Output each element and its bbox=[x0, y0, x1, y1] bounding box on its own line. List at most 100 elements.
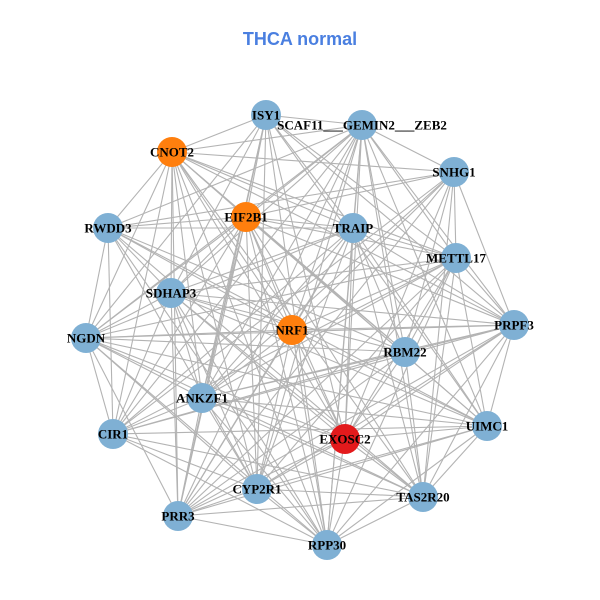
edge-UIMC1-CIR1 bbox=[112, 425, 488, 435]
edge-RBM22-PRR3 bbox=[177, 351, 406, 517]
edge-PRR3-RPP30 bbox=[177, 515, 328, 546]
edge-PRPF3-CYP2R1 bbox=[256, 324, 515, 490]
labels-layer: ISY1SCAF11___GEMIN2___ZEB2CNOT2SNHG1EIF2… bbox=[67, 108, 534, 553]
edge-CNOT2-SNHG1 bbox=[171, 151, 455, 173]
node-label-RPP30: RPP30 bbox=[308, 538, 346, 553]
edges-layer bbox=[85, 114, 515, 546]
edge-NRF1-ANKZF1 bbox=[201, 329, 293, 399]
edge-RWDD3-CIR1 bbox=[107, 227, 114, 435]
edge-SCAF11___GEMIN2___ZEB2-CIR1 bbox=[112, 124, 363, 435]
edge-ISY1-CYP2R1 bbox=[256, 114, 267, 490]
node-NGDN[interactable] bbox=[71, 323, 101, 353]
edge-TRAIP-CYP2R1 bbox=[256, 227, 354, 490]
edge-SCAF11___GEMIN2___ZEB2-SNHG1 bbox=[361, 124, 455, 173]
node-EXOSC2[interactable] bbox=[330, 424, 360, 454]
edge-SCAF11___GEMIN2___ZEB2-CNOT2 bbox=[171, 124, 363, 153]
node-label-PRPF3: PRPF3 bbox=[494, 318, 534, 333]
edge-TRAIP-METTL17 bbox=[352, 227, 457, 259]
node-ISY1[interactable] bbox=[251, 100, 281, 130]
edge-UIMC1-PRR3 bbox=[177, 425, 488, 517]
edge-ANKZF1-RPP30 bbox=[201, 397, 328, 546]
edge-RWDD3-NGDN bbox=[85, 227, 109, 339]
edge-METTL17-TAS2R20 bbox=[422, 257, 457, 498]
edge-TRAIP-RBM22 bbox=[352, 227, 406, 353]
edge-PRPF3-PRR3 bbox=[177, 324, 515, 517]
edge-RWDD3-RBM22 bbox=[107, 227, 406, 353]
node-SNHG1[interactable] bbox=[439, 157, 469, 187]
edge-ISY1-NGDN bbox=[85, 114, 267, 339]
edge-CNOT2-TRAIP bbox=[171, 151, 354, 229]
edge-METTL17-RBM22 bbox=[404, 257, 457, 353]
edge-NGDN-PRR3 bbox=[85, 337, 179, 517]
edge-SCAF11___GEMIN2___ZEB2-ANKZF1 bbox=[201, 124, 363, 399]
edge-SDHAP3-EXOSC2 bbox=[170, 292, 346, 440]
node-NRF1[interactable] bbox=[277, 315, 307, 345]
edge-NGDN-TAS2R20 bbox=[85, 337, 424, 498]
edge-SCAF11___GEMIN2___ZEB2-EXOSC2 bbox=[344, 124, 363, 440]
node-PRPF3[interactable] bbox=[499, 310, 529, 340]
node-TAS2R20[interactable] bbox=[408, 482, 438, 512]
edge-METTL17-ANKZF1 bbox=[201, 257, 457, 399]
node-label-EXOSC2: EXOSC2 bbox=[319, 432, 370, 447]
node-CNOT2[interactable] bbox=[157, 137, 187, 167]
edge-ISY1-SCAF11___GEMIN2___ZEB2 bbox=[265, 114, 363, 126]
edge-CIR1-CYP2R1 bbox=[112, 433, 258, 490]
edge-SNHG1-PRR3 bbox=[177, 171, 455, 517]
edge-SCAF11___GEMIN2___ZEB2-NGDN bbox=[85, 124, 363, 339]
node-label-CNOT2: CNOT2 bbox=[150, 145, 194, 160]
edge-NGDN-CIR1 bbox=[85, 337, 114, 435]
edge-TRAIP-CIR1 bbox=[112, 227, 354, 435]
node-TRAIP[interactable] bbox=[338, 213, 368, 243]
edge-UIMC1-TAS2R20 bbox=[422, 425, 488, 498]
edge-EXOSC2-RPP30 bbox=[326, 438, 346, 546]
node-RBM22[interactable] bbox=[390, 337, 420, 367]
node-RPP30[interactable] bbox=[312, 530, 342, 560]
edge-SDHAP3-PRPF3 bbox=[170, 292, 515, 326]
node-label-CIR1: CIR1 bbox=[98, 427, 128, 442]
node-ANKZF1[interactable] bbox=[187, 383, 217, 413]
edge-CNOT2-CIR1 bbox=[112, 151, 173, 435]
node-label-CYP2R1: CYP2R1 bbox=[232, 482, 281, 497]
edge-METTL17-NGDN bbox=[85, 257, 457, 339]
node-EIF2B1[interactable] bbox=[231, 202, 261, 232]
node-label-TAS2R20: TAS2R20 bbox=[396, 490, 449, 505]
edge-TAS2R20-PRR3 bbox=[177, 496, 424, 517]
node-SCAF11___GEMIN2___ZEB2[interactable] bbox=[347, 110, 377, 140]
edge-SNHG1-EIF2B1 bbox=[245, 171, 455, 218]
chart-title: THCA normal bbox=[242, 29, 358, 49]
node-METTL17[interactable] bbox=[441, 243, 471, 273]
node-label-PRR3: PRR3 bbox=[161, 509, 195, 524]
node-RWDD3[interactable] bbox=[93, 213, 123, 243]
edge-UIMC1-EXOSC2 bbox=[344, 425, 488, 440]
edge-SCAF11___GEMIN2___ZEB2-PRPF3 bbox=[361, 124, 515, 326]
node-label-TRAIP: TRAIP bbox=[333, 221, 374, 236]
edge-METTL17-PRR3 bbox=[177, 257, 457, 517]
edge-ANKZF1-TAS2R20 bbox=[201, 397, 424, 498]
node-SDHAP3[interactable] bbox=[156, 278, 186, 308]
edge-TRAIP-NGDN bbox=[85, 227, 354, 339]
edge-TRAIP-PRPF3 bbox=[352, 227, 515, 326]
edge-SCAF11___GEMIN2___ZEB2-SDHAP3 bbox=[170, 124, 363, 294]
edge-NRF1-PRR3 bbox=[177, 329, 293, 517]
edge-ISY1-CNOT2 bbox=[171, 114, 267, 153]
edge-UIMC1-CYP2R1 bbox=[256, 425, 488, 490]
node-PRR3[interactable] bbox=[163, 501, 193, 531]
node-CIR1[interactable] bbox=[98, 419, 128, 449]
node-CYP2R1[interactable] bbox=[242, 474, 272, 504]
edge-NGDN-RBM22 bbox=[85, 337, 406, 353]
edge-SCAF11___GEMIN2___ZEB2-METTL17 bbox=[361, 124, 457, 259]
edge-METTL17-RPP30 bbox=[326, 257, 457, 546]
edge-CNOT2-CYP2R1 bbox=[171, 151, 258, 490]
node-label-SDHAP3: SDHAP3 bbox=[146, 286, 197, 301]
edge-SNHG1-ANKZF1 bbox=[201, 171, 455, 399]
node-label-ANKZF1: ANKZF1 bbox=[176, 391, 228, 406]
edge-TRAIP-RPP30 bbox=[326, 227, 354, 546]
edge-SDHAP3-CIR1 bbox=[112, 292, 172, 435]
edge-RBM22-CIR1 bbox=[112, 351, 406, 435]
edge-CNOT2-EXOSC2 bbox=[171, 151, 346, 440]
edge-CNOT2-RWDD3 bbox=[107, 151, 173, 229]
node-UIMC1[interactable] bbox=[472, 411, 502, 441]
edge-SCAF11___GEMIN2___ZEB2-RWDD3 bbox=[107, 124, 363, 229]
edge-RBM22-ANKZF1 bbox=[201, 351, 406, 399]
